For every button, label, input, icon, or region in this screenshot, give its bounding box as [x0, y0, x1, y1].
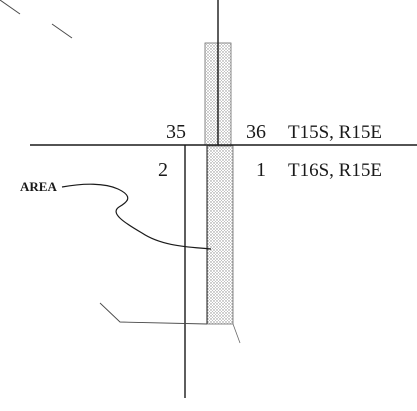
bottom-right-tick — [232, 323, 241, 344]
section-number-35: 35 — [166, 121, 186, 143]
survey-line-top-left — [0, 0, 73, 39]
section-number-2: 2 — [158, 159, 168, 181]
area-label: AREA — [20, 179, 57, 194]
area-leader-line — [61, 183, 212, 250]
township-label-south: T16S, R15E — [288, 160, 382, 181]
section-number-1: 1 — [256, 159, 266, 181]
township-label-north: T15S, R15E — [288, 122, 382, 143]
section-number-36: 36 — [246, 121, 266, 143]
hatched-area-lower — [206, 145, 234, 325]
bottom-leader-line — [99, 302, 208, 325]
